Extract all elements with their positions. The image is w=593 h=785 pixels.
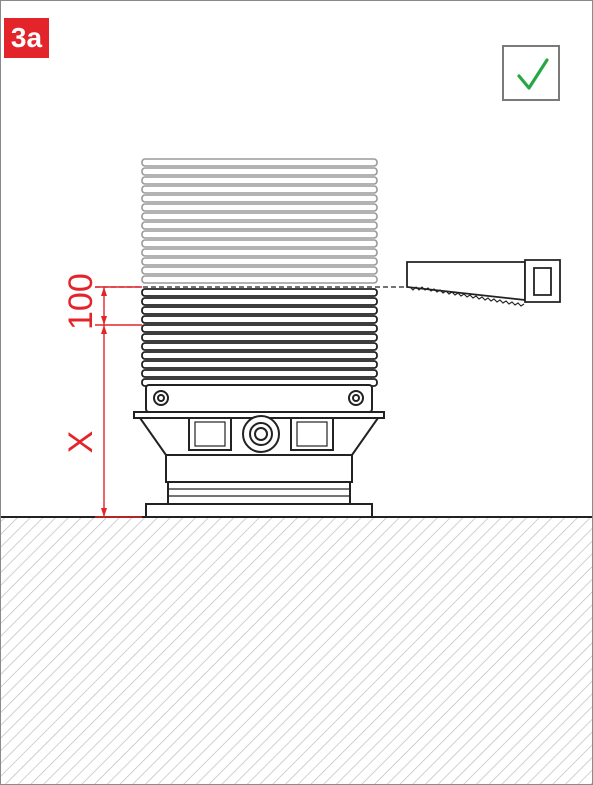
tube-rib xyxy=(141,257,378,266)
tube-rib xyxy=(141,333,378,342)
tube-remaining-section xyxy=(141,288,378,387)
tube-rib xyxy=(141,342,378,351)
tube-rib xyxy=(141,266,378,275)
approved-indicator xyxy=(502,45,560,101)
tube-rib xyxy=(141,176,378,185)
tube-rib xyxy=(141,297,378,306)
tube-rib xyxy=(141,369,378,378)
tube-rib xyxy=(141,203,378,212)
tube-rib xyxy=(141,315,378,324)
tube-rib xyxy=(141,360,378,369)
tube-rib xyxy=(141,167,378,176)
tube-rib xyxy=(141,275,378,284)
tube-rib xyxy=(141,221,378,230)
cut-height-label: 100 xyxy=(62,273,100,330)
tube-rib xyxy=(141,306,378,315)
tube-rib xyxy=(141,324,378,333)
step-badge: 3a xyxy=(4,18,49,58)
tube-rib xyxy=(141,185,378,194)
base-height-label: X xyxy=(62,431,100,454)
checkmark-icon xyxy=(517,58,549,90)
tube-rib xyxy=(141,230,378,239)
tube-rib xyxy=(141,194,378,203)
junction-box xyxy=(133,384,385,518)
tube-rib xyxy=(141,351,378,360)
ground xyxy=(1,516,592,784)
tube-rib xyxy=(141,288,378,297)
dimension-lines xyxy=(95,286,142,518)
tube-rib xyxy=(141,248,378,257)
tube-rib xyxy=(141,239,378,248)
tube-rib xyxy=(141,158,378,167)
tube-cutoff-section xyxy=(141,158,378,284)
handsaw-icon xyxy=(406,259,561,307)
tube-rib xyxy=(141,212,378,221)
